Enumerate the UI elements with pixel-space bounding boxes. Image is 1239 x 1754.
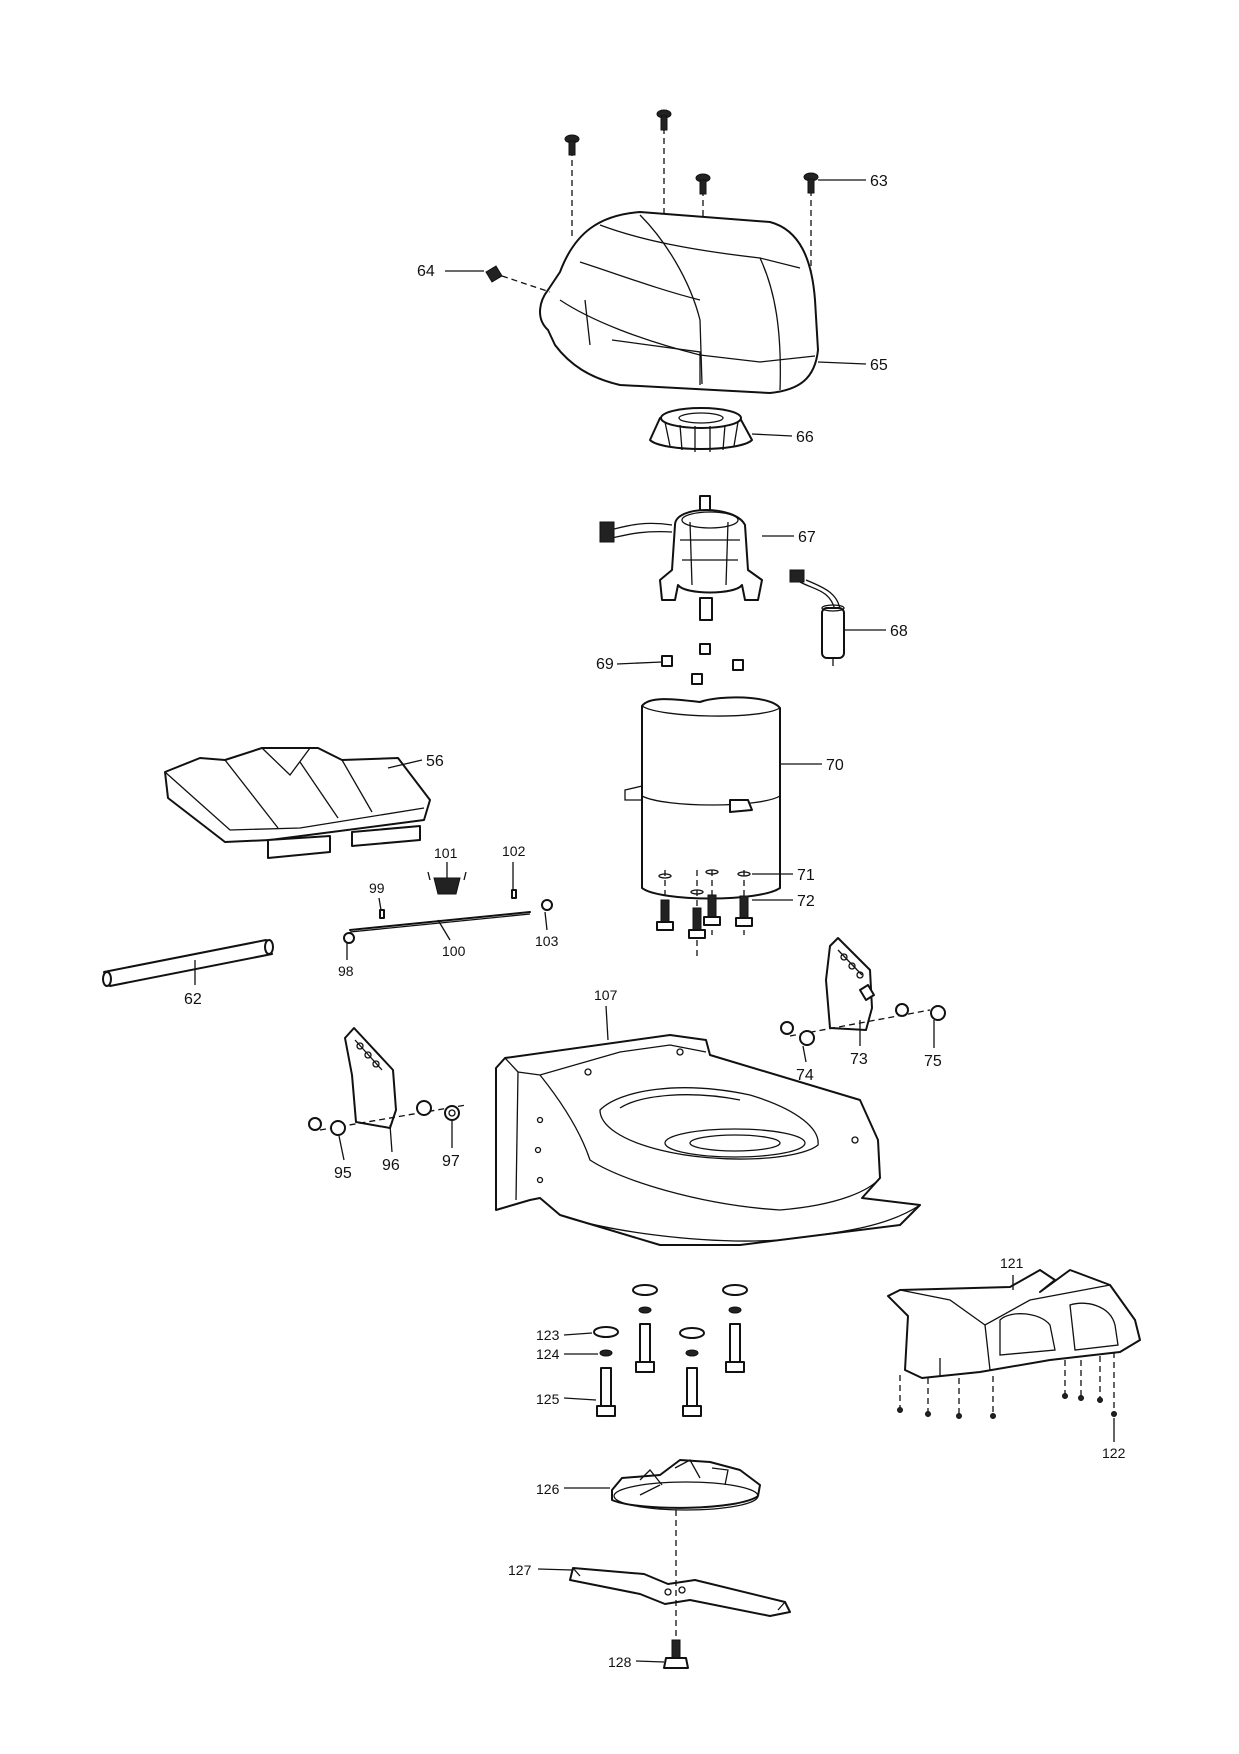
blade-bolt xyxy=(663,1510,689,1669)
callout-99: 99 xyxy=(369,880,385,896)
cutting-blade xyxy=(569,1567,791,1617)
callout-96: 96 xyxy=(382,1157,400,1174)
axle-tube xyxy=(102,939,274,987)
callout-69: 69 xyxy=(596,656,614,673)
callout-121: 121 xyxy=(1000,1255,1024,1271)
cooling-fan xyxy=(649,407,753,452)
left-height-bracket xyxy=(308,1027,467,1136)
motor-nuts xyxy=(661,643,744,685)
flap-axle-assembly xyxy=(343,871,553,944)
callout-56: 56 xyxy=(426,753,444,770)
callout-62: 62 xyxy=(184,991,202,1008)
callout-68: 68 xyxy=(890,623,908,640)
callout-73: 73 xyxy=(850,1051,868,1068)
callout-122: 122 xyxy=(1102,1445,1126,1461)
callout-98: 98 xyxy=(338,963,354,979)
callout-97: 97 xyxy=(442,1153,460,1170)
leader-lines xyxy=(194,179,1115,1663)
callout-70: 70 xyxy=(826,757,844,774)
housing-washers-screws xyxy=(656,869,753,960)
callout-71: 71 xyxy=(797,867,815,884)
right-height-bracket xyxy=(780,937,946,1046)
callout-75: 75 xyxy=(924,1053,942,1070)
callout-63: 63 xyxy=(870,173,888,190)
blade-bolt-sets xyxy=(593,1284,748,1417)
callout-102: 102 xyxy=(502,843,526,859)
callout-74: 74 xyxy=(796,1067,814,1084)
electric-motor xyxy=(599,495,763,621)
callout-72: 72 xyxy=(797,893,815,910)
rear-guard-screws xyxy=(897,1352,1117,1419)
callout-128: 128 xyxy=(608,1654,632,1670)
callout-64: 64 xyxy=(417,263,435,280)
callout-65: 65 xyxy=(870,357,888,374)
cover-clip xyxy=(485,265,551,293)
rear-flap xyxy=(164,747,431,859)
callout-66: 66 xyxy=(796,429,814,446)
callout-126: 126 xyxy=(536,1481,560,1497)
callout-95: 95 xyxy=(334,1165,352,1182)
callout-67: 67 xyxy=(798,529,816,546)
callout-101: 101 xyxy=(434,845,458,861)
callout-124: 124 xyxy=(536,1346,560,1362)
callout-127: 127 xyxy=(508,1562,532,1578)
callout-107: 107 xyxy=(594,987,618,1003)
rear-guard xyxy=(887,1269,1141,1379)
blade-adapter xyxy=(611,1459,761,1511)
callout-103: 103 xyxy=(535,933,559,949)
motor-housing xyxy=(624,696,781,900)
capacitor xyxy=(789,569,845,666)
mower-deck xyxy=(495,1034,921,1246)
callout-labels: 63 64 65 66 67 68 69 70 56 71 72 73 74 7… xyxy=(184,173,1126,1670)
motor-cover xyxy=(539,211,819,394)
callout-100: 100 xyxy=(442,943,466,959)
callout-123: 123 xyxy=(536,1327,560,1343)
callout-125: 125 xyxy=(536,1391,560,1407)
